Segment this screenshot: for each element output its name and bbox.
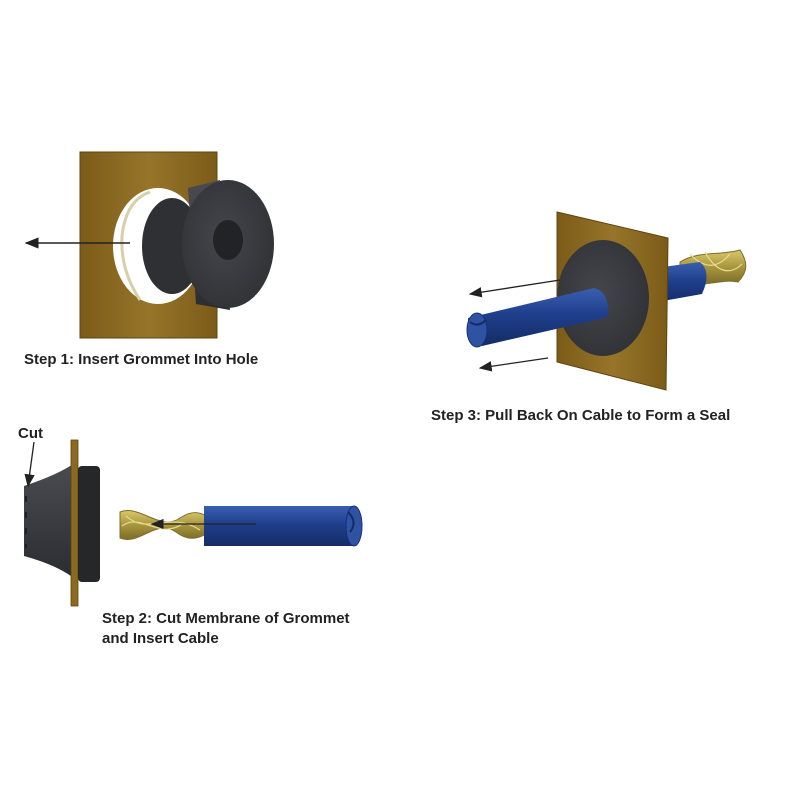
step2-grommet-flange bbox=[78, 466, 100, 582]
step2-illustration bbox=[24, 439, 363, 607]
step2-caption-line1: Step 2: Cut Membrane of Grommet bbox=[102, 610, 350, 627]
step3-cable-end bbox=[466, 312, 488, 348]
step2-cable bbox=[204, 506, 357, 546]
step3-arrow-bottom bbox=[478, 357, 549, 372]
step1-illustration bbox=[24, 151, 274, 339]
step1-caption: Step 1: Insert Grommet Into Hole bbox=[24, 351, 259, 368]
step3-illustration bbox=[466, 211, 747, 391]
step2-caption-line2: and Insert Cable bbox=[102, 630, 219, 647]
step3-cable-front bbox=[468, 288, 609, 346]
step1-grommet-membrane bbox=[213, 220, 243, 260]
step2-cut-arrow bbox=[24, 441, 35, 488]
step2-wire bbox=[119, 510, 207, 540]
step2-caption: Step 2: Cut Membrane of Grommet and Inse… bbox=[102, 609, 350, 649]
step2-grommet-cone bbox=[24, 462, 76, 580]
step3-arrow-top bbox=[468, 279, 561, 298]
step2-panel-edge bbox=[70, 439, 79, 607]
cut-label: Cut bbox=[18, 425, 43, 442]
step3-caption: Step 3: Pull Back On Cable to Form a Sea… bbox=[431, 407, 731, 424]
